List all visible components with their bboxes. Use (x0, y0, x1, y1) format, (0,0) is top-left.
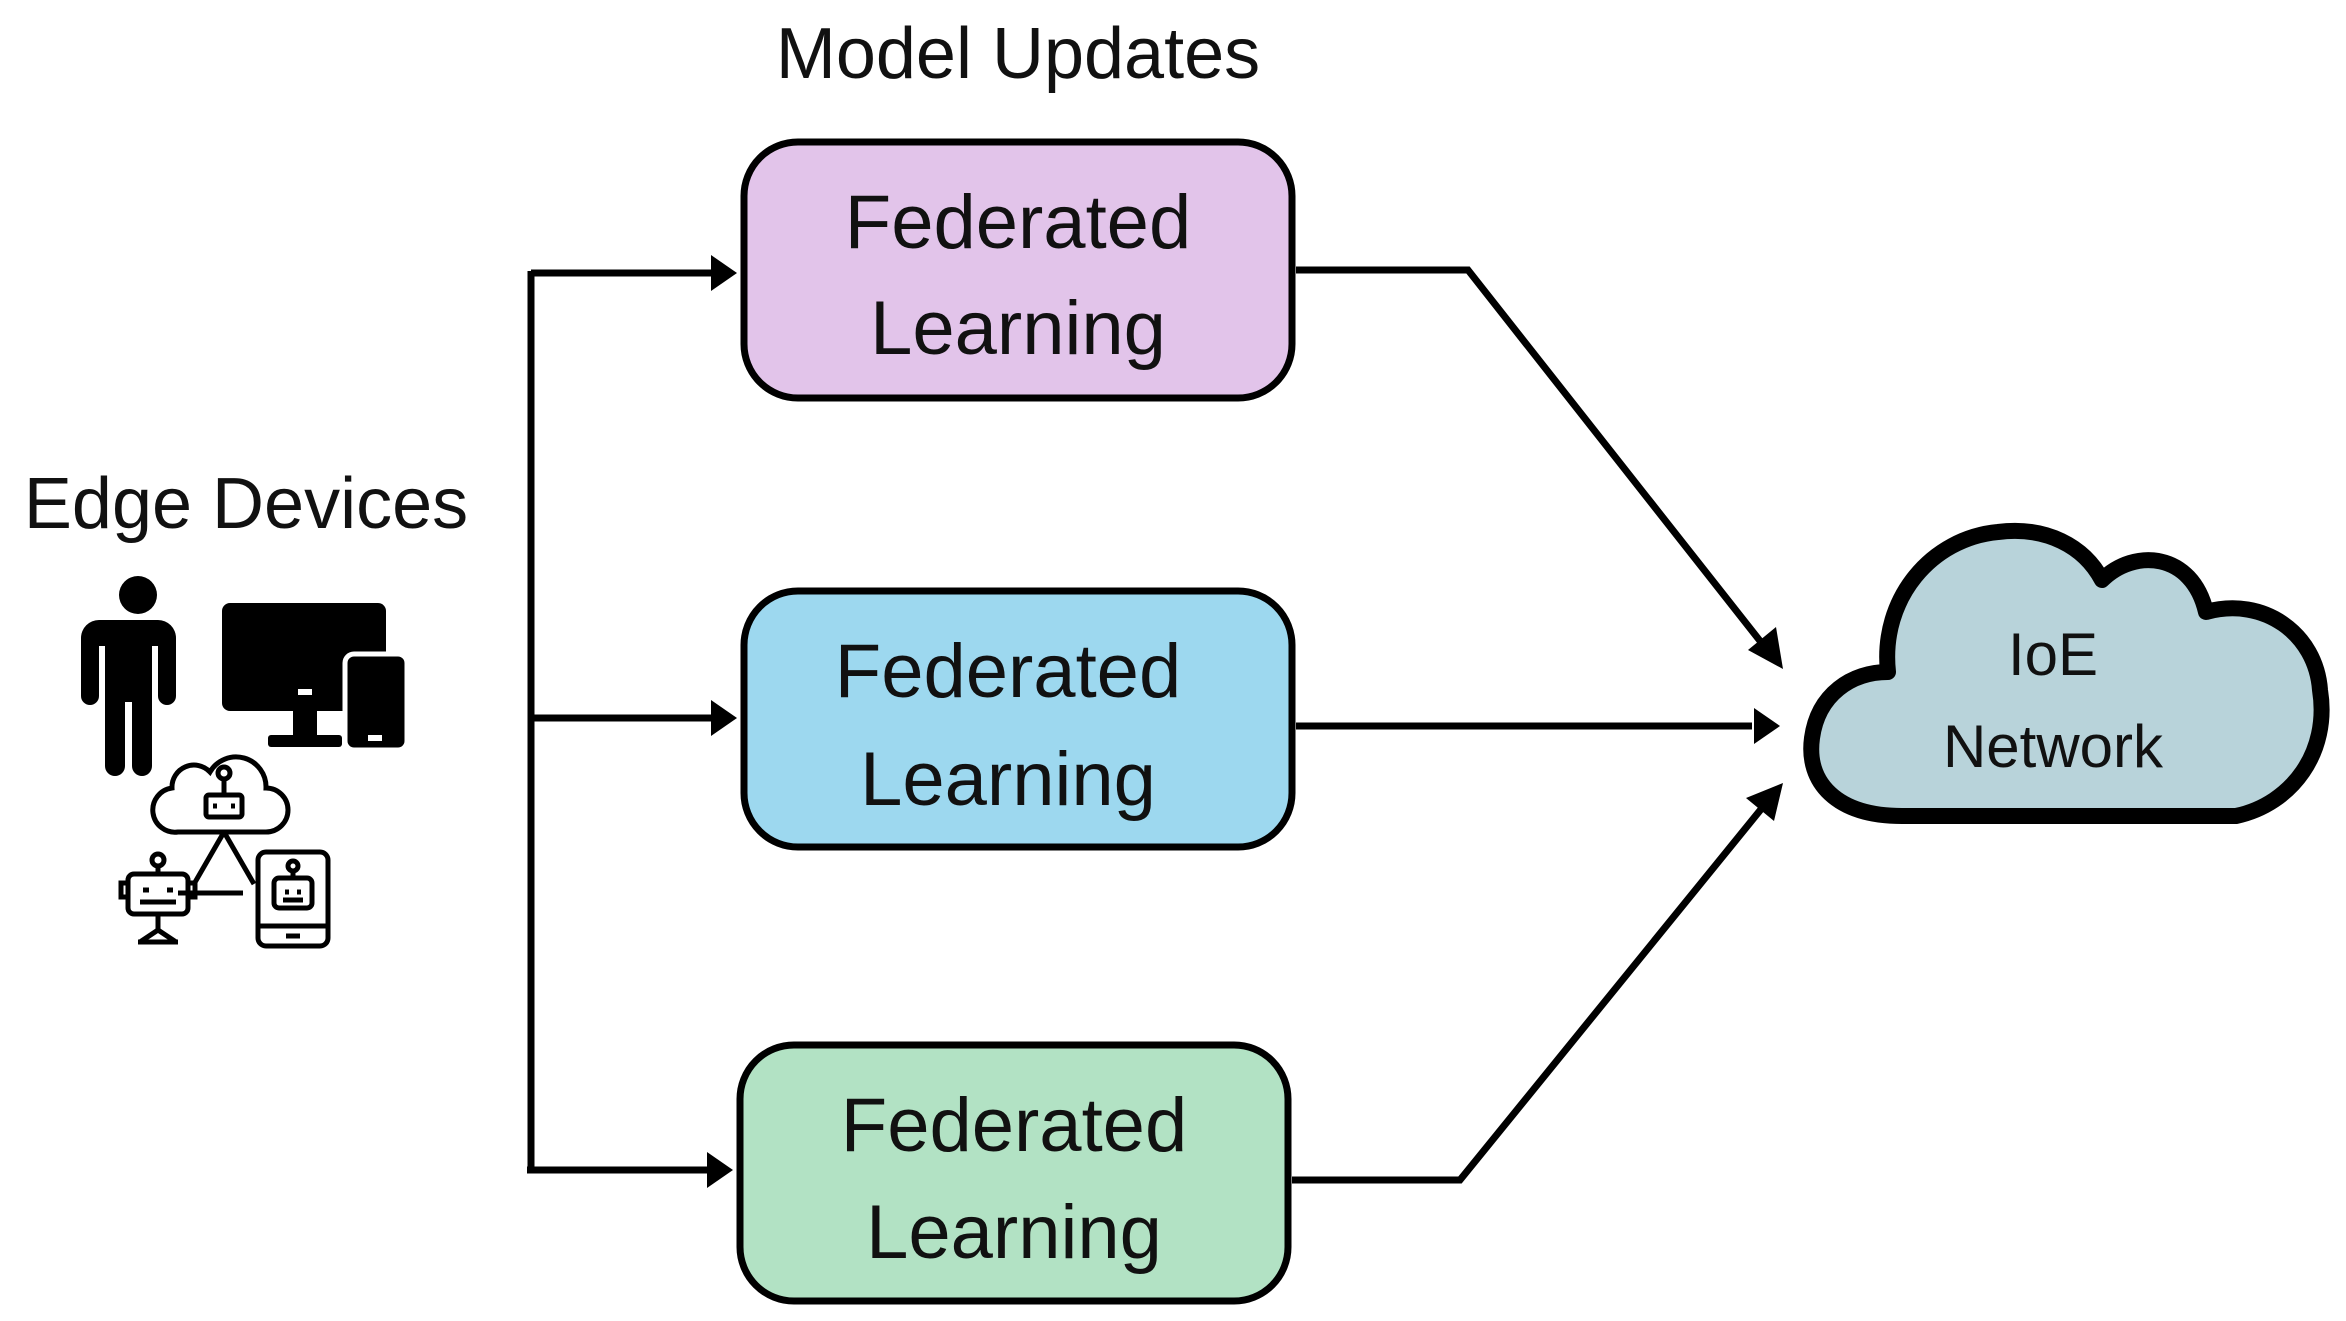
upper-aggregation-line (1296, 266, 1767, 649)
arrowhead-middle (711, 700, 737, 736)
arrowhead-bottom (707, 1152, 733, 1188)
arrowhead-middle-aggregation (1754, 708, 1780, 744)
smartphone-icon (342, 651, 410, 753)
person-icon (81, 576, 176, 776)
federated-learning-box-1: Federated Learning (740, 138, 1296, 402)
cloud-line2: Network (1943, 713, 2164, 780)
cloud-network-icon (150, 754, 291, 896)
ioe-network-cloud: IoE Network (1803, 523, 2330, 824)
box-2-shape (740, 587, 1296, 851)
model-updates-label: Model Updates (776, 14, 1260, 94)
edge-devices-label: Edge Devices (24, 464, 468, 544)
arrowhead-lower-aggregation (1746, 783, 1783, 821)
box-2-line2: Learning (860, 737, 1156, 822)
distribution-connectors (527, 255, 737, 1188)
box-3-line1: Federated (841, 1083, 1187, 1168)
cloud-line1: IoE (2008, 621, 2098, 688)
box-3-shape (736, 1041, 1292, 1305)
box-2-line1: Federated (835, 629, 1181, 714)
robot-phone-icon (255, 849, 331, 949)
cloud-shape (1803, 523, 2330, 824)
lower-aggregation-line (1292, 805, 1765, 1184)
box-1-line2: Learning (870, 286, 1166, 371)
box-3-line2: Learning (866, 1190, 1162, 1275)
federated-learning-box-2: Federated Learning (740, 587, 1296, 851)
edge-device-icons (81, 576, 410, 949)
box-1-shape (740, 138, 1296, 402)
robot-computer-icon (118, 851, 198, 945)
federated-learning-box-3: Federated Learning (736, 1041, 1292, 1305)
arrowhead-upper-aggregation (1748, 627, 1783, 669)
aggregation-connectors (1292, 266, 1783, 1184)
arrowhead-top (711, 255, 737, 291)
box-1-line1: Federated (845, 180, 1191, 265)
